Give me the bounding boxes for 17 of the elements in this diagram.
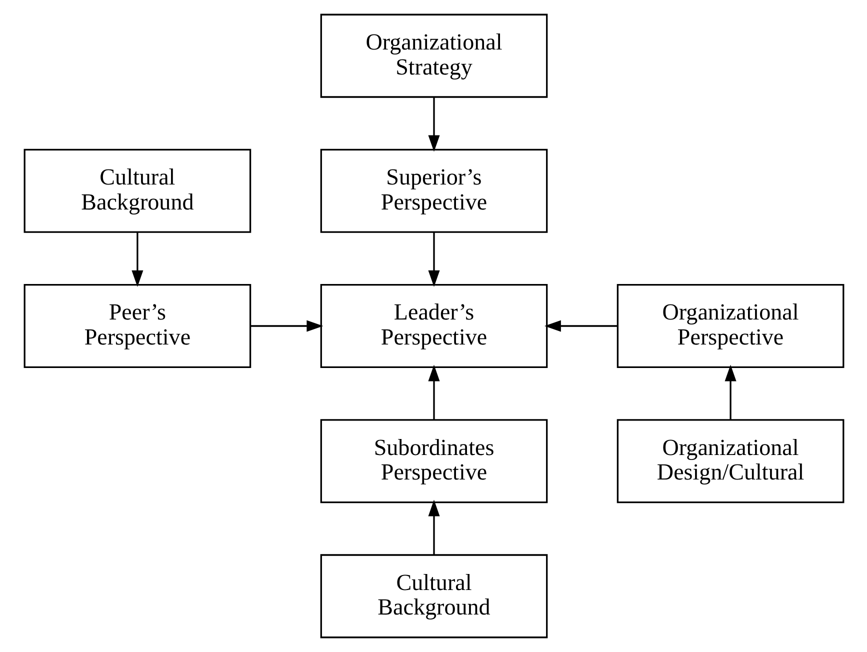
node-box: Leader’s Perspective [320,284,548,368]
arrow [428,500,440,555]
node-box: Organizational Strategy [320,14,548,98]
node-box: Peer’s Perspective [23,284,251,368]
node-box: Subordinates Perspective [320,419,548,504]
node-box: Cultural Background [23,148,251,233]
arrow [250,320,323,332]
arrow [724,364,736,420]
arrow [544,320,617,332]
node-box: Superior’s Perspective [320,148,548,233]
arrow [428,97,440,152]
arrow [131,232,143,287]
arrow [428,364,440,420]
node-box: Cultural Background [320,554,548,638]
node-box: Organizational Perspective [616,284,844,368]
arrow [428,232,440,287]
node-box: Organizational Design/Cultural [616,419,844,504]
